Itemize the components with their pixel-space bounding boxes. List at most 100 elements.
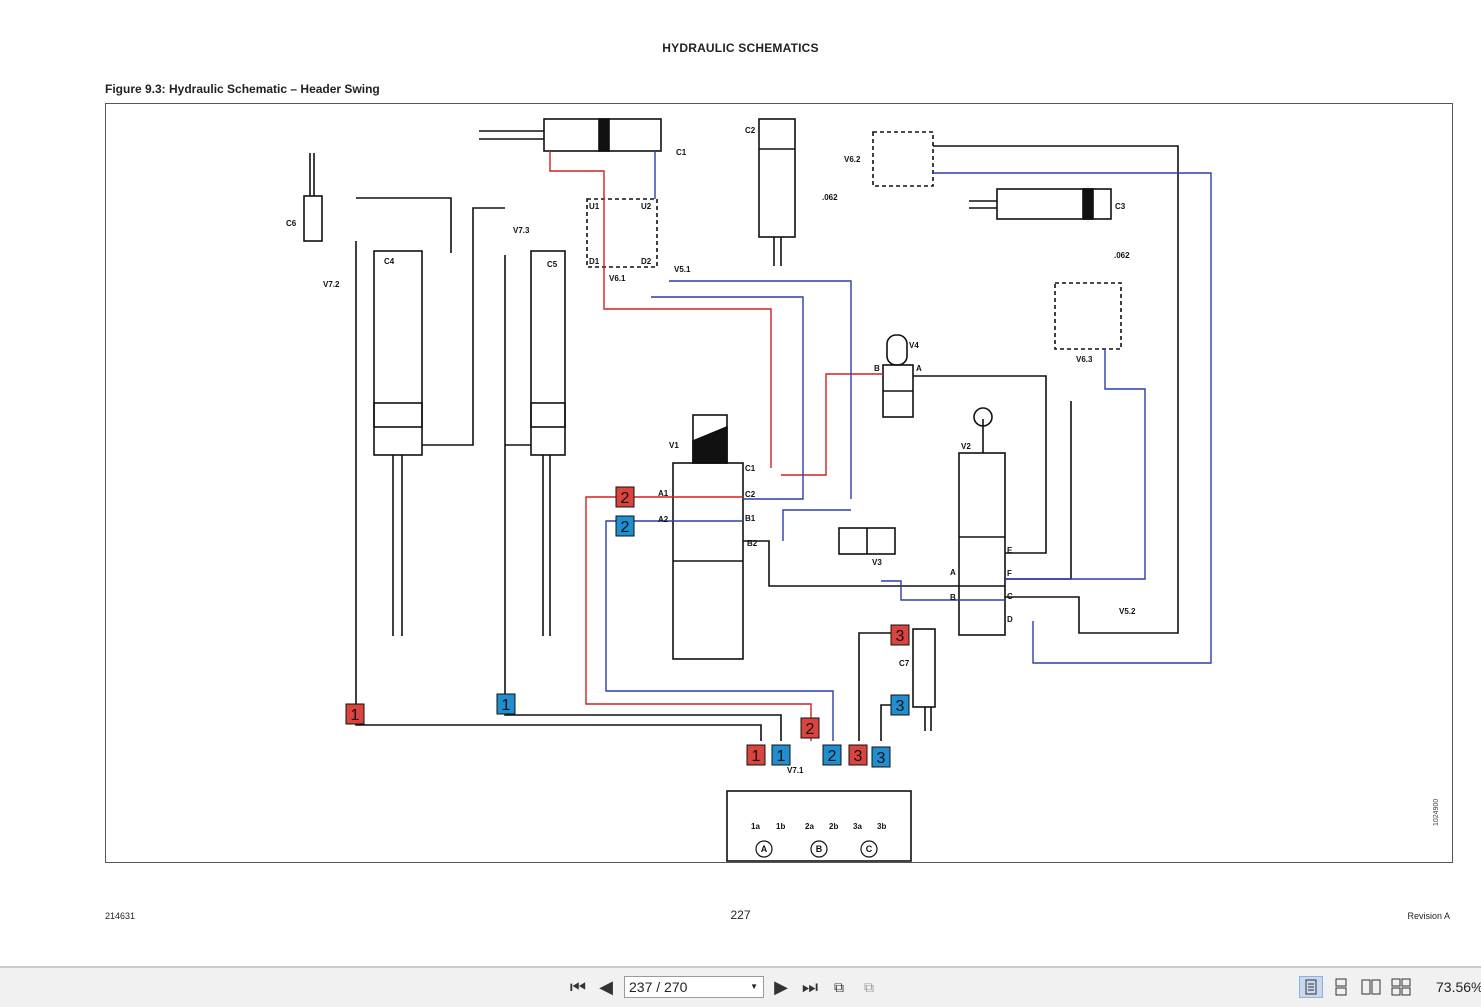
label-p-c1: C1 bbox=[745, 464, 756, 473]
coupler-group-a: A bbox=[761, 844, 768, 854]
label-c3: C3 bbox=[1115, 202, 1126, 211]
line-tag-blue bbox=[496, 693, 516, 715]
label-c5: C5 bbox=[547, 260, 558, 269]
page-number-value: 237 / 270 bbox=[629, 979, 688, 995]
label-v52: V5.2 bbox=[1119, 607, 1136, 616]
label-v2: V2 bbox=[961, 442, 971, 451]
valve-v6-1 bbox=[586, 198, 658, 268]
first-page-icon[interactable]: ⏮ bbox=[569, 976, 587, 997]
line-tag-red bbox=[746, 744, 766, 766]
figure-caption: Figure 9.3: Hydraulic Schematic – Header… bbox=[105, 82, 380, 96]
cylinder-c2 bbox=[758, 118, 796, 238]
line-tag-number: 3 bbox=[854, 748, 863, 765]
line-tag-blue bbox=[871, 746, 891, 768]
label-c2: C2 bbox=[745, 126, 756, 135]
line-tag-number: 2 bbox=[828, 748, 837, 765]
label-d2: D2 bbox=[641, 257, 652, 266]
label-v1: V1 bbox=[669, 441, 679, 450]
line-tag-blue bbox=[822, 744, 842, 766]
single-page-view-icon[interactable] bbox=[1299, 976, 1323, 998]
label-p-e: E bbox=[1007, 546, 1013, 555]
label-coupler-2b: 2b bbox=[829, 822, 838, 831]
two-page-continuous-view-icon[interactable] bbox=[1390, 977, 1412, 997]
label-c4: C4 bbox=[384, 257, 395, 266]
label-u1: U1 bbox=[589, 202, 600, 211]
next-page-icon[interactable]: ▶ bbox=[774, 976, 788, 997]
label-v72: V7.2 bbox=[323, 280, 340, 289]
label-coupler-3b: 3b bbox=[877, 822, 886, 831]
line-tag-blue bbox=[890, 694, 910, 716]
line-tag-number: 3 bbox=[896, 698, 905, 715]
valve-v2 bbox=[958, 452, 1006, 636]
line-tag-red bbox=[848, 744, 868, 766]
label-u2: U2 bbox=[641, 202, 652, 211]
line-tag-blue bbox=[615, 515, 635, 537]
line-tag-number: 1 bbox=[752, 748, 761, 765]
label-coupler-2a: 2a bbox=[805, 822, 814, 831]
label-c1: C1 bbox=[676, 148, 687, 157]
previous-page-icon[interactable]: ◀ bbox=[599, 976, 613, 997]
label-v71: V7.1 bbox=[787, 766, 804, 775]
line-tag-blue bbox=[771, 744, 791, 766]
cylinder-c6 bbox=[303, 195, 323, 242]
label-v73: V7.3 bbox=[513, 226, 530, 235]
page-number-field[interactable]: 237 / 270 ▼ bbox=[624, 976, 764, 998]
page-number: 227 bbox=[730, 908, 751, 922]
line-tag-number: 1 bbox=[351, 707, 360, 724]
label-p-b1: B1 bbox=[745, 514, 756, 523]
label-v4-b: B bbox=[874, 364, 880, 373]
page-header: HYDRAULIC SCHEMATICS bbox=[662, 41, 819, 55]
line-tag-red bbox=[800, 717, 820, 739]
valve-v6-2 bbox=[872, 131, 934, 187]
label-v4: V4 bbox=[909, 341, 919, 350]
cylinder-c4 bbox=[373, 250, 423, 456]
continuous-view-icon[interactable] bbox=[1330, 977, 1352, 997]
label-coupler-1b: 1b bbox=[776, 822, 785, 831]
orifice-label: .062 bbox=[822, 193, 838, 202]
label-c6: C6 bbox=[286, 219, 297, 228]
document-number: 1024900 bbox=[1433, 798, 1440, 826]
label-v4-a: A bbox=[916, 364, 922, 373]
label-p-f: F bbox=[1007, 569, 1012, 578]
chevron-down-icon[interactable]: ▼ bbox=[750, 982, 758, 991]
coupler-block bbox=[726, 790, 912, 862]
cylinder-c3 bbox=[996, 188, 1112, 220]
cylinder-c7 bbox=[912, 628, 936, 708]
label-p-a2: A2 bbox=[658, 515, 669, 524]
two-page-view-icon[interactable] bbox=[1360, 977, 1382, 997]
line-tag-number: 3 bbox=[896, 628, 905, 645]
coupler-group-circle bbox=[810, 840, 828, 858]
line-tag-number: 1 bbox=[502, 697, 511, 714]
label-p-b2: B2 bbox=[747, 539, 758, 548]
label-d1: D1 bbox=[589, 257, 600, 266]
hydraulic-schematic: C1C2C3C4C5C6C7V1V2V3V4V5.1V5.2V6.1V6.2V6… bbox=[286, 118, 1212, 862]
line-tag-number: 2 bbox=[621, 490, 630, 507]
coupler-group-circle bbox=[860, 840, 878, 858]
line-tag-red bbox=[345, 703, 365, 725]
coupler-group-c: C bbox=[866, 844, 873, 854]
paste-page-icon[interactable]: ⧉ bbox=[864, 978, 874, 995]
label-v61: V6.1 bbox=[609, 274, 626, 283]
cylinder-c5 bbox=[530, 250, 566, 456]
label-p-a: A bbox=[950, 568, 956, 577]
label-p-b: B bbox=[950, 593, 956, 602]
line-tag-number: 3 bbox=[877, 750, 886, 767]
valve-v6-3 bbox=[1054, 282, 1122, 350]
label-p-c2: C2 bbox=[745, 490, 756, 499]
label-c7: C7 bbox=[899, 659, 910, 668]
copy-page-icon[interactable]: ⧉ bbox=[834, 978, 844, 995]
viewer-toolbar: ⏮ ◀ 237 / 270 ▼ ▶ ⏭ ⧉ ⧉ 73.56% bbox=[0, 966, 1481, 1007]
revision-label: Revision A bbox=[1407, 911, 1450, 921]
label-coupler-1a: 1a bbox=[751, 822, 760, 831]
last-page-icon[interactable]: ⏭ bbox=[801, 976, 819, 997]
label-v62: V6.2 bbox=[844, 155, 861, 164]
label-v3: V3 bbox=[872, 558, 882, 567]
label-p-c: C bbox=[1007, 592, 1013, 601]
coupler-group-b: B bbox=[816, 844, 823, 854]
line-tag-number: 2 bbox=[621, 519, 630, 536]
line-tag-red bbox=[615, 486, 635, 508]
coupler-group-circle bbox=[755, 840, 773, 858]
line-tag-red bbox=[890, 624, 910, 646]
zoom-level[interactable]: 73.56% bbox=[1436, 979, 1481, 995]
